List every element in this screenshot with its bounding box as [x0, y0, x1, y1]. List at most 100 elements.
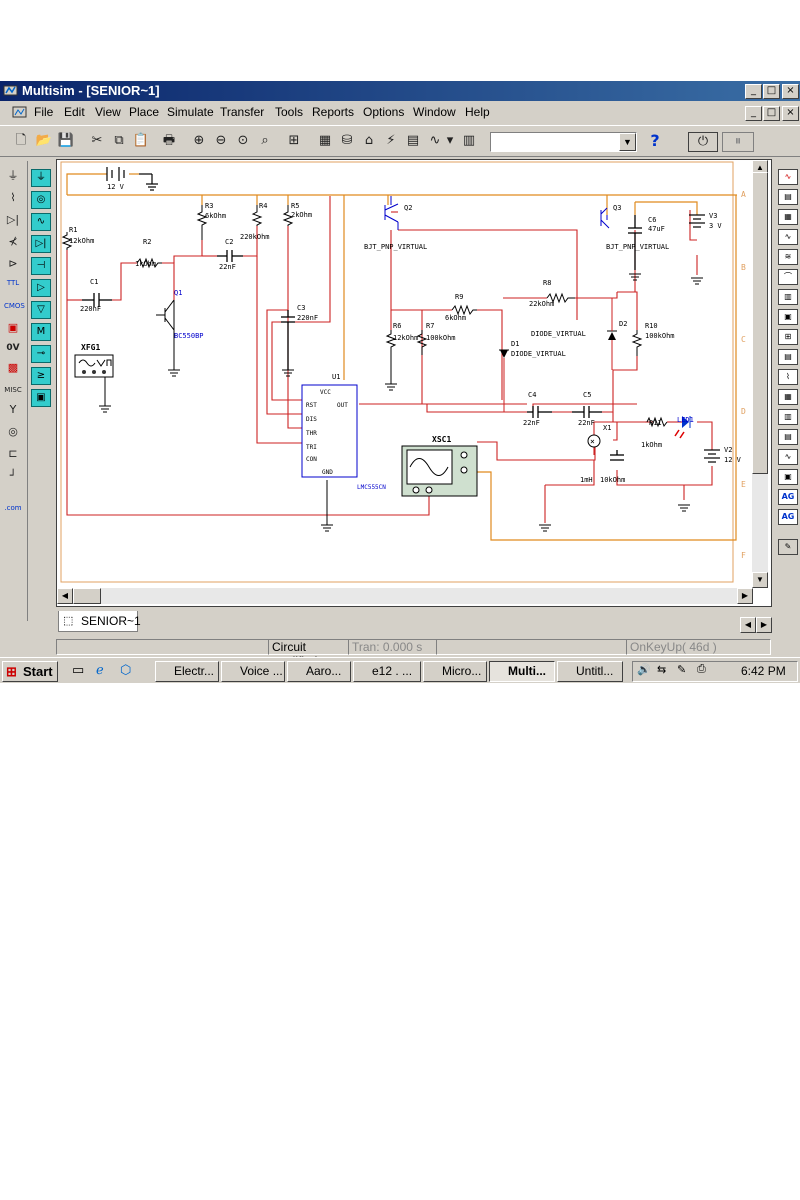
ag-function-generator-icon[interactable]: ∿ — [778, 449, 798, 465]
postprocessor-icon[interactable]: ▥ — [462, 133, 476, 148]
u1-chip[interactable] — [301, 384, 358, 478]
volume-icon[interactable]: 🔊 — [637, 664, 651, 676]
ag-multimeter-icon[interactable]: ▣ — [778, 469, 798, 485]
spreadsheet-icon[interactable]: ▦ — [318, 133, 332, 148]
logic-converter-icon[interactable]: ▤ — [778, 349, 798, 365]
menu-edit[interactable]: Edit — [64, 105, 85, 119]
zoom-area-icon[interactable]: ⊙ — [237, 133, 249, 148]
vertical-scroll-thumb[interactable] — [752, 172, 768, 474]
wattmeter-icon[interactable]: ▦ — [778, 209, 798, 225]
scroll-down-icon[interactable]: ▼ — [752, 572, 768, 588]
grapher-icon[interactable]: ▤ — [406, 133, 420, 148]
probe-icon[interactable]: ✎ — [778, 539, 798, 555]
mdi-close-button[interactable]: × — [782, 106, 799, 121]
logic-analyzer-icon[interactable]: ⊞ — [778, 329, 798, 345]
diode-icon[interactable]: ▷| — [6, 213, 20, 226]
ie-icon[interactable]: ℯ — [96, 662, 104, 677]
edaparts-icon[interactable]: .com — [4, 504, 22, 512]
meter-icon[interactable]: M — [31, 323, 51, 341]
waveform-icon[interactable]: ∿ — [429, 133, 441, 148]
chip-icon[interactable]: ▣ — [31, 389, 51, 407]
ground-source-icon[interactable]: ⏚ — [7, 169, 19, 182]
mixed-icon[interactable]: 0V — [6, 343, 20, 353]
oscilloscope-xsc1[interactable] — [401, 445, 478, 497]
cut-icon[interactable]: ✂ — [91, 133, 103, 148]
tray-app-icon[interactable]: ✎ — [677, 664, 687, 676]
diode-cyan-icon[interactable]: ▷| — [31, 235, 51, 253]
desktop-icon[interactable]: ▭ — [72, 662, 85, 677]
component-wizard-icon[interactable]: ⌂ — [364, 133, 374, 148]
resistor-basic-icon[interactable]: ⌇ — [10, 191, 16, 204]
schematic-svg[interactable]: A B C D E F — [57, 160, 753, 588]
ground-icon[interactable]: ⏚ — [31, 169, 51, 187]
menu-place[interactable]: Place — [129, 105, 160, 119]
tab-senior[interactable]: ⬚ SENIOR~1 — [58, 611, 141, 632]
schematic-canvas[interactable]: A B C D E F — [56, 159, 772, 607]
indicator-icon[interactable]: ▩ — [7, 361, 19, 374]
print-icon[interactable]: 🖶 — [162, 133, 176, 148]
spectrum-analyzer-icon[interactable]: ▥ — [778, 409, 798, 425]
wire-icon[interactable]: ┘ — [9, 469, 17, 482]
network-icon[interactable]: ⇆ — [657, 664, 667, 676]
new-file-icon[interactable]: 🗋 — [15, 133, 27, 148]
transistor-icon[interactable]: ⊀ — [8, 235, 18, 248]
zoom-in-icon[interactable]: ⊕ — [193, 133, 205, 148]
paste-icon[interactable]: 📋 — [132, 133, 150, 148]
multimeter-icon[interactable]: ∿ — [778, 169, 798, 185]
simulate-switch-icon[interactable]: ⏻ — [688, 132, 718, 152]
analysis-icon[interactable]: ⚡ — [386, 133, 396, 148]
source-icon[interactable]: ◎ — [31, 191, 51, 209]
task-untitled[interactable]: Untitl... — [557, 661, 623, 682]
resistor-icon[interactable]: ∿ — [31, 213, 51, 231]
task-electr[interactable]: Electr... — [155, 661, 219, 682]
menu-view[interactable]: View — [95, 105, 121, 119]
electromechanical-icon[interactable]: ◎ — [8, 425, 18, 438]
frequency-counter-icon[interactable]: ▥ — [778, 289, 798, 305]
printer-tray-icon[interactable]: ⎙ — [697, 663, 706, 675]
horizontal-scrollbar[interactable]: ◀ ▶ — [57, 588, 753, 604]
menu-simulate[interactable]: Simulate — [167, 105, 214, 119]
ag-oscilloscope-icon[interactable]: AG — [778, 489, 798, 505]
copy-icon[interactable]: ⧉ — [114, 133, 124, 148]
task-e12[interactable]: e12 . ... — [353, 661, 421, 682]
hierarchy-icon[interactable]: ⊞ — [288, 133, 300, 148]
scroll-right-icon[interactable]: ▶ — [737, 588, 753, 604]
task-aaro[interactable]: Aaro... — [287, 661, 351, 682]
database-icon[interactable]: ⛁ — [341, 133, 353, 148]
zener-icon[interactable]: ⊣ — [31, 257, 51, 275]
pause-icon[interactable]: ⏸ — [722, 132, 754, 152]
menu-options[interactable]: Options — [363, 105, 405, 119]
start-button[interactable]: ⊞ Start — [2, 661, 58, 682]
menu-tools[interactable]: Tools — [275, 105, 304, 119]
maximize-button[interactable]: □ — [763, 84, 780, 99]
bus-icon[interactable]: ⊏ — [8, 447, 18, 460]
cmos-icon[interactable]: CMOS — [4, 302, 25, 310]
misc-icon[interactable]: MISC — [4, 386, 22, 394]
tab-next-icon[interactable]: ▶ — [756, 617, 772, 633]
task-micro[interactable]: Micro... — [423, 661, 487, 682]
distortion-analyzer-icon[interactable]: ▦ — [778, 389, 798, 405]
document-icon[interactable] — [12, 105, 28, 120]
word-generator-icon[interactable]: ▣ — [778, 309, 798, 325]
tab-prev-icon[interactable]: ◀ — [740, 617, 756, 633]
minimize-button[interactable]: _ — [745, 84, 762, 99]
menu-help[interactable]: Help — [465, 105, 490, 119]
bridge-icon[interactable]: ▽ — [31, 301, 51, 319]
menu-file[interactable]: File — [34, 105, 54, 119]
zoom-fit-icon[interactable]: ⌕ — [261, 133, 269, 148]
network-analyzer-icon[interactable]: ▤ — [778, 429, 798, 445]
menu-transfer[interactable]: Transfer — [220, 105, 265, 119]
scroll-left-icon[interactable]: ◀ — [57, 588, 73, 604]
ag-scope-icon[interactable]: AG — [778, 509, 798, 525]
save-icon[interactable]: 💾 — [57, 133, 75, 148]
component-combo[interactable]: ▼ — [490, 132, 637, 152]
open-folder-icon[interactable]: 📂 — [35, 133, 53, 148]
task-voice[interactable]: Voice ... — [221, 661, 285, 682]
dropdown-arrow-icon[interactable]: ▾ — [446, 133, 454, 148]
function-generator-icon[interactable]: ▤ — [778, 189, 798, 205]
menu-reports[interactable]: Reports — [312, 105, 355, 119]
bode-plotter-icon[interactable]: ⌒ — [778, 269, 798, 285]
help-icon[interactable]: ? — [650, 131, 660, 150]
switch-icon[interactable]: ⊸ — [31, 345, 51, 363]
mdi-restore-button[interactable]: □ — [763, 106, 780, 121]
